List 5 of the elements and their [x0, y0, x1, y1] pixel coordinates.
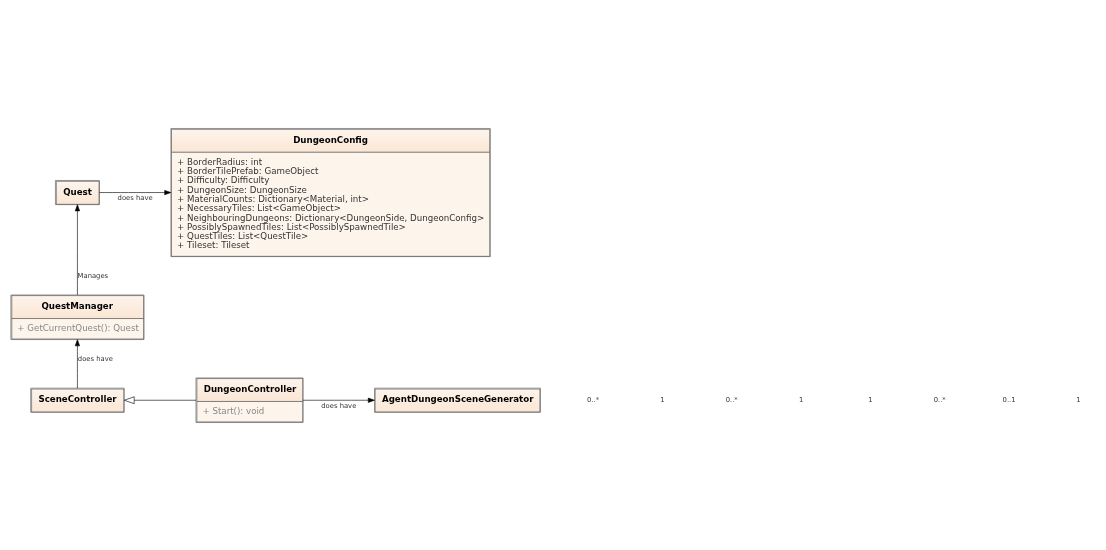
- arrow: [74, 203, 80, 295]
- arrow: [124, 395, 197, 404]
- arrow: [74, 338, 80, 388]
- arrow: [99, 189, 172, 195]
- arrow: [302, 397, 375, 403]
